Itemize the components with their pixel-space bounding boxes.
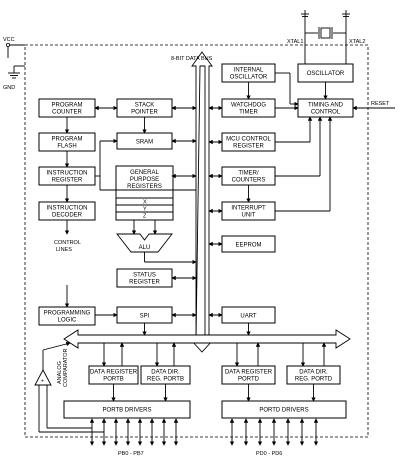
control-lines-label: CONTROL bbox=[54, 240, 81, 246]
svg-text:DATA REGISTER: DATA REGISTER bbox=[225, 370, 273, 376]
watchdog-timer-block: WATCHDOG TIMER bbox=[221, 98, 276, 118]
data-dir-portd-block: DATA DIR. REG. PORTD bbox=[286, 365, 341, 385]
svg-text:SPI: SPI bbox=[140, 314, 150, 320]
portb-drivers-block: PORTB DRIVERS bbox=[63, 400, 191, 419]
svg-text:FLASH: FLASH bbox=[57, 144, 76, 150]
svg-text:PROGRAMMING: PROGRAMMING bbox=[44, 311, 91, 317]
instruction-decoder-block: INSTRUCTION DECODER bbox=[38, 201, 96, 221]
portb-pins bbox=[89, 418, 179, 446]
svg-text:GENERAL: GENERAL bbox=[130, 170, 159, 176]
vcc-pin: VCC bbox=[3, 37, 25, 58]
program-counter-block: PROGRAM COUNTER bbox=[38, 98, 96, 118]
svg-text:OSCILLATOR: OSCILLATOR bbox=[230, 75, 268, 81]
instruction-register-block: INSTRUCTION REGISTER bbox=[38, 166, 96, 186]
svg-text:DATA DIR.: DATA DIR. bbox=[151, 370, 180, 376]
svg-text:PORTB DRIVERS: PORTB DRIVERS bbox=[103, 408, 152, 414]
svg-text:OSCILLATOR: OSCILLATOR bbox=[307, 71, 345, 77]
svg-text:EEPROM: EEPROM bbox=[235, 243, 261, 249]
data-bus-label: 8-BIT DATA BUS bbox=[171, 56, 213, 62]
gnd-pin: GND bbox=[3, 65, 25, 91]
svg-text:STATUS: STATUS bbox=[133, 273, 156, 279]
oscillator-block: OSCILLATOR bbox=[297, 63, 354, 83]
spi-block: SPI bbox=[116, 306, 173, 324]
svg-text:REGISTERS: REGISTERS bbox=[127, 184, 162, 190]
svg-text:POINTER: POINTER bbox=[131, 110, 158, 116]
svg-text:WATCHDOG: WATCHDOG bbox=[231, 103, 266, 109]
svg-text:PURPOSE: PURPOSE bbox=[130, 177, 159, 183]
data-bus: 8-BIT DATA BUS bbox=[171, 51, 215, 353]
timer-counters-block: TIMER/ COUNTERS bbox=[221, 166, 276, 186]
svg-text:TIMER: TIMER bbox=[239, 110, 258, 116]
svg-text:REG. PORTB: REG. PORTB bbox=[147, 377, 184, 383]
stack-pointer-block: STACK POINTER bbox=[116, 98, 173, 118]
reg-x-label: X bbox=[143, 200, 147, 206]
vcc-label: VCC bbox=[3, 37, 15, 43]
reg-z-label: Z bbox=[143, 214, 147, 220]
svg-text:ALU: ALU bbox=[139, 245, 151, 251]
svg-text:PROGRAM: PROGRAM bbox=[51, 103, 82, 109]
general-purpose-registers-block: GENERAL PURPOSE REGISTERS X Y Z bbox=[115, 165, 174, 221]
data-dir-portb-block: DATA DIR. REG. PORTB bbox=[140, 365, 191, 385]
svg-text:DATA DIR.: DATA DIR. bbox=[299, 370, 328, 376]
port-bus bbox=[63, 329, 351, 349]
svg-text:TIMER/: TIMER/ bbox=[238, 171, 259, 177]
svg-text:ANALOG: ANALOG bbox=[57, 361, 63, 384]
reset-label: RESET bbox=[371, 101, 390, 107]
status-register-block: STATUS REGISTER bbox=[116, 268, 173, 288]
internal-oscillator-block: INTERNAL OSCILLATOR bbox=[221, 63, 276, 83]
data-register-portd-block: DATA REGISTER PORTD bbox=[221, 365, 276, 385]
mcu-control-register-block: MCU CONTROL REGISTER bbox=[221, 132, 276, 152]
connection-lines: CONTROL LINES bbox=[54, 72, 395, 402]
xtal2-label: XTAL2 bbox=[349, 39, 365, 45]
svg-text:COUNTERS: COUNTERS bbox=[232, 178, 266, 184]
svg-text:DECODER: DECODER bbox=[52, 213, 83, 219]
svg-text:PORTD: PORTD bbox=[238, 377, 260, 383]
svg-text:REGISTER: REGISTER bbox=[129, 280, 160, 286]
svg-text:REGISTER: REGISTER bbox=[233, 144, 264, 150]
svg-text:COUNTER: COUNTER bbox=[52, 110, 82, 116]
svg-text:TIMING AND: TIMING AND bbox=[308, 103, 344, 109]
gnd-label: GND bbox=[3, 85, 15, 91]
svg-text:INTERNAL: INTERNAL bbox=[234, 68, 264, 74]
svg-text:CONTROL: CONTROL bbox=[311, 110, 341, 116]
svg-text:UNIT: UNIT bbox=[242, 213, 256, 219]
portd-pins bbox=[229, 418, 319, 446]
svg-text:UART: UART bbox=[240, 314, 257, 320]
chip-boundary bbox=[24, 44, 369, 438]
sram-block: SRAM bbox=[116, 132, 173, 150]
program-flash-block: PROGRAM FLASH bbox=[38, 132, 96, 152]
timing-control-block: TIMING AND CONTROL bbox=[297, 98, 354, 118]
eeprom-block: EEPROM bbox=[221, 235, 276, 253]
alu-block: ALU bbox=[116, 233, 173, 253]
svg-text:LINES: LINES bbox=[56, 247, 72, 253]
analog-comparator: + ANALOG COMPARATOR bbox=[34, 341, 104, 433]
data-register-portb-block: DATA REGISTER PORTB bbox=[88, 365, 139, 385]
svg-text:+: + bbox=[41, 379, 44, 385]
xtal1-label: XTAL1 bbox=[287, 39, 303, 45]
svg-text:INTERRUPT: INTERRUPT bbox=[231, 206, 266, 212]
svg-text:PROGRAM: PROGRAM bbox=[51, 137, 82, 143]
svg-text:INSTRUCTION: INSTRUCTION bbox=[47, 206, 88, 212]
programming-logic-block: PROGRAMMING LOGIC bbox=[38, 306, 96, 326]
svg-text:INSTRUCTION: INSTRUCTION bbox=[47, 171, 88, 177]
svg-text:DATA REGISTER: DATA REGISTER bbox=[90, 370, 138, 376]
portb-pins-label: PB0 - PB7 bbox=[118, 451, 144, 457]
interrupt-unit-block: INTERRUPT UNIT bbox=[221, 201, 276, 221]
svg-text:COMPARATOR: COMPARATOR bbox=[63, 348, 69, 387]
svg-text:LOGIC: LOGIC bbox=[58, 318, 77, 324]
svg-text:REG. PORTD: REG. PORTD bbox=[295, 377, 333, 383]
crystal: XTAL1 XTAL2 bbox=[287, 10, 365, 64]
svg-text:MCU CONTROL: MCU CONTROL bbox=[226, 137, 271, 143]
reg-y-label: Y bbox=[143, 207, 147, 213]
portd-drivers-block: PORTD DRIVERS bbox=[221, 400, 347, 419]
svg-text:PORTD DRIVERS: PORTD DRIVERS bbox=[259, 408, 308, 414]
svg-text:PORTB: PORTB bbox=[103, 377, 124, 383]
portd-pins-label: PD0 - PD6 bbox=[256, 451, 282, 457]
svg-text:REGISTER: REGISTER bbox=[52, 178, 83, 184]
uart-block: UART bbox=[221, 306, 276, 324]
svg-text:STACK: STACK bbox=[135, 103, 155, 109]
svg-text:SRAM: SRAM bbox=[136, 140, 153, 146]
